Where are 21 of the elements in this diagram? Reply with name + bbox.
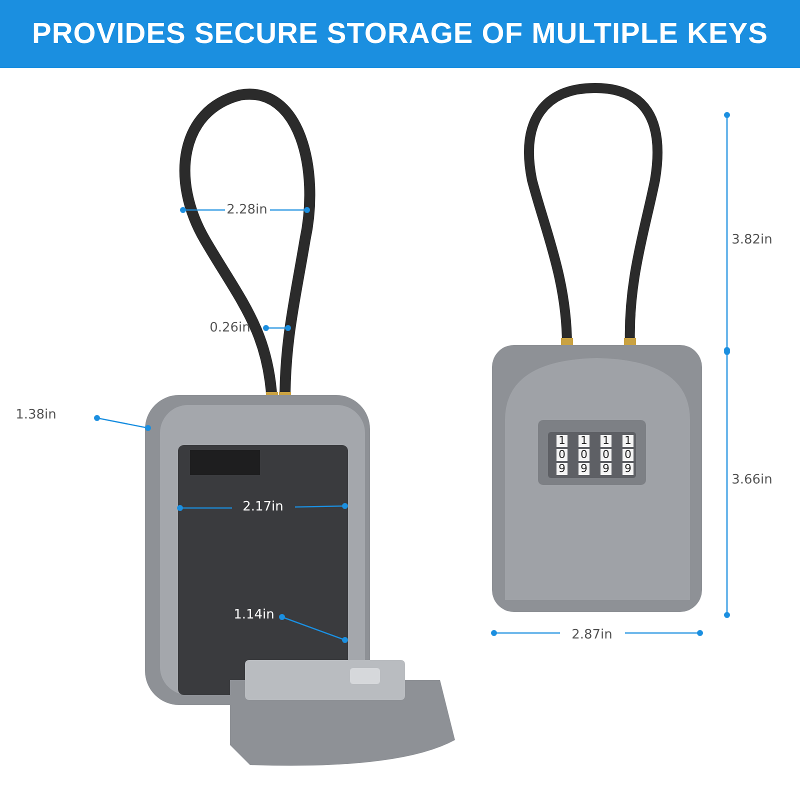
dial-digit: 1	[622, 435, 634, 447]
dial-digit: 0	[556, 449, 568, 461]
dial-digit: 9	[556, 463, 568, 475]
dimension-label: 3.82in	[732, 232, 772, 248]
dial-digit: 9	[578, 463, 590, 475]
dial-digit: 9	[622, 463, 634, 475]
dimension-label: 1.38in	[16, 408, 56, 422]
dimension-label: 2.17in	[242, 500, 284, 514]
dial-digit: 1	[556, 435, 568, 447]
dimension-label: 3.66in	[732, 472, 772, 488]
dimension-label: 2.28in	[226, 202, 268, 218]
dial-digit: 0	[600, 449, 612, 461]
title-banner: PROVIDES SECURE STORAGE OF MULTIPLE KEYS	[0, 0, 800, 68]
dial-digit: 1	[578, 435, 590, 447]
dial-digit: 0	[622, 449, 634, 461]
dimension-label: 2.87in	[572, 628, 612, 642]
dimension-label: 1.14in	[234, 608, 274, 622]
dial-digit: 9	[600, 463, 612, 475]
dial-digit: 0	[578, 449, 590, 461]
dial-digit: 1	[600, 435, 612, 447]
dimension-label: 0.26in	[210, 320, 250, 336]
